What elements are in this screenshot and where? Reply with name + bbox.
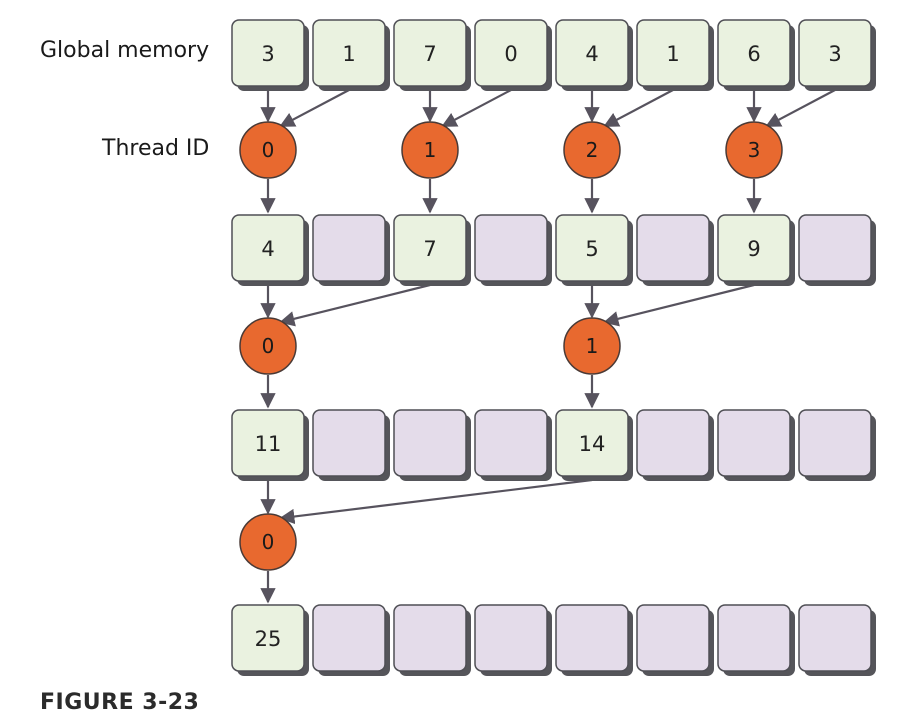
memory-cell [636,604,714,676]
cell-value: 7 [423,237,436,261]
memory-cell: 3 [231,19,309,91]
cell-value: 14 [579,432,606,456]
cell-value: 11 [255,432,282,456]
thread-id: 3 [748,138,761,162]
thread-node: 0 [239,513,297,571]
thread-node: 3 [725,121,783,179]
memory-cell [312,604,390,676]
thread-node: 0 [239,121,297,179]
thread-id: 1 [424,138,437,162]
thread-id: 0 [262,530,275,554]
cell-value: 6 [747,42,760,66]
thread-id: 0 [262,138,275,162]
memory-cell [798,604,876,676]
memory-cell [798,409,876,481]
cell-value: 1 [666,42,679,66]
memory-cell [798,214,876,286]
thread-id: 1 [586,334,599,358]
global-memory-label: Global memory [40,38,210,63]
cell-value: 25 [255,627,282,651]
data-flow-arrow [279,283,431,327]
cell-value: 3 [261,42,274,66]
memory-cell [474,214,552,286]
cell-value: 0 [504,42,517,66]
data-flow-arrow [279,478,593,525]
memory-cell: 0 [474,19,552,91]
memory-cell: 3 [798,19,876,91]
cell-value: 4 [261,237,274,261]
data-flow-arrow [603,283,755,327]
data-flow-arrow [441,89,512,128]
memory-cell: 9 [717,214,795,286]
memory-cell: 25 [231,604,309,676]
memory-cell [636,214,714,286]
cell-value: 3 [828,42,841,66]
data-flow-arrow [603,89,674,128]
thread-node: 1 [401,121,459,179]
memory-cell [636,409,714,481]
data-flow-arrow [279,89,350,128]
cell-value: 7 [423,42,436,66]
memory-cell: 5 [555,214,633,286]
memory-cell [555,604,633,676]
thread-node: 0 [239,317,297,375]
memory-cell [393,409,471,481]
memory-cell: 7 [393,214,471,286]
cell-value: 9 [747,237,760,261]
memory-cell [393,604,471,676]
thread-id-label: Thread ID [102,136,210,161]
cell-value: 1 [342,42,355,66]
cell-value: 4 [585,42,598,66]
thread-node: 1 [563,317,621,375]
memory-cell [717,409,795,481]
memory-cell [474,604,552,676]
data-flow-arrow [765,89,836,128]
cell-value: 5 [585,237,598,261]
memory-cell: 11 [231,409,309,481]
memory-cell [312,214,390,286]
memory-cell [312,409,390,481]
memory-cell: 6 [717,19,795,91]
memory-cell: 1 [312,19,390,91]
thread-node: 2 [563,121,621,179]
memory-cell [717,604,795,676]
figure-caption: FIGURE 3-23 [40,690,200,715]
memory-cell: 14 [555,409,633,481]
memory-cell [474,409,552,481]
memory-cell: 4 [555,19,633,91]
memory-cell: 7 [393,19,471,91]
thread-id: 2 [586,138,599,162]
memory-cell: 1 [636,19,714,91]
memory-cell: 4 [231,214,309,286]
thread-id: 0 [262,334,275,358]
